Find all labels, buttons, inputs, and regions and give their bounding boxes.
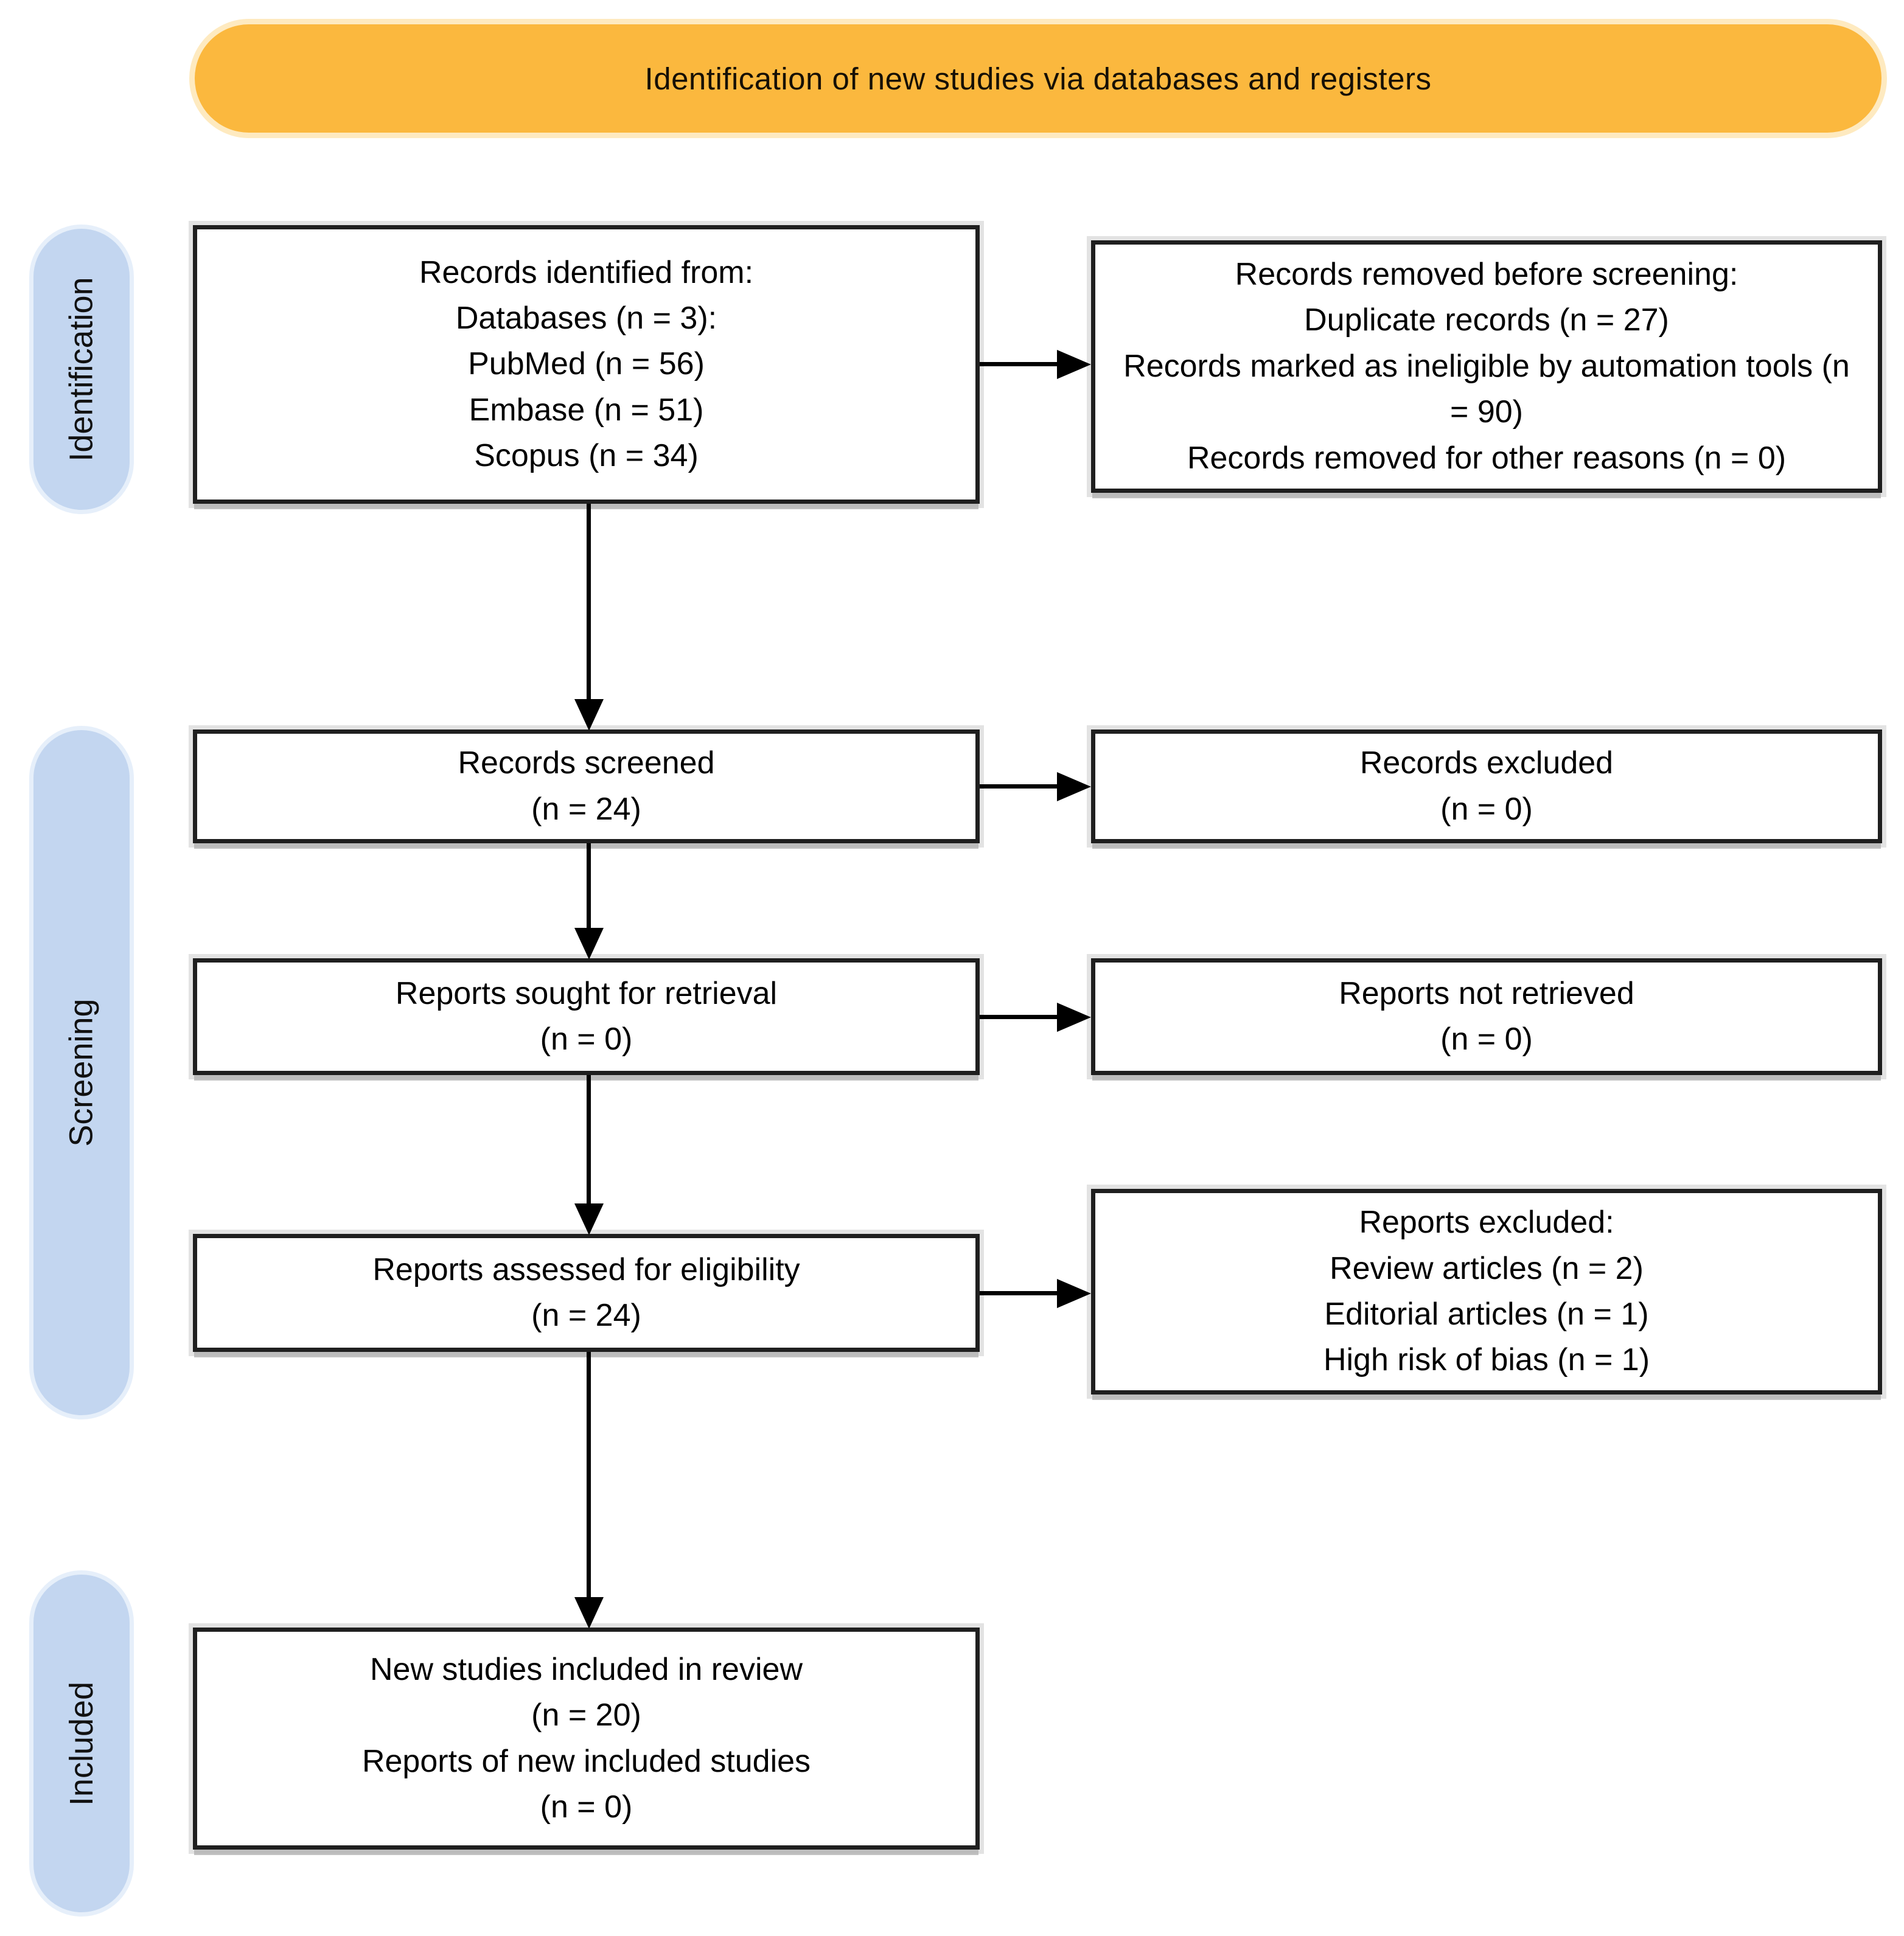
arrow-screened-to-excluded [980,784,1057,789]
box-line: Records excluded [1359,745,1614,781]
stage-label-included: Included [33,1575,130,1912]
box-line: (n = 0) [540,1022,633,1057]
arrow-sought-to-not-retrieved [980,1015,1057,1019]
title-banner: Identification of new studies via databa… [195,24,1881,133]
box-records-screened: Records screened (n = 24) [193,729,980,843]
box-line: Reports of new included studies [361,1743,811,1779]
stage-label-screening: Screening [33,730,130,1415]
diagram-title: Identification of new studies via databa… [644,61,1432,96]
arrow-assessed-to-reports-excluded [980,1291,1057,1295]
box-line: (n = 24) [531,791,641,827]
arrow-assessed-to-included [587,1352,591,1597]
box-line: High risk of bias (n = 1) [1323,1342,1650,1378]
box-line: Reports sought for retrieval [395,975,778,1011]
box-line: (n = 0) [540,1789,633,1825]
box-line: (n = 0) [1440,791,1533,827]
box-line: Records identified from: [419,254,754,290]
box-line: (n = 24) [531,1298,641,1333]
box-line: Records marked as ineligible by automati… [1123,348,1850,430]
box-line: Reports not retrieved [1339,975,1634,1011]
box-new-studies-included: New studies included in review (n = 20) … [193,1628,980,1850]
box-line: Editorial articles (n = 1) [1324,1297,1649,1332]
box-line: New studies included in review [369,1651,803,1687]
stage-label-identification: Identification [33,229,130,510]
box-line: Scopus (n = 34) [474,438,699,474]
box-records-removed: Records removed before screening: Duplic… [1091,240,1882,493]
stage-label-text: Identification [63,277,100,462]
box-records-identified: Records identified from: Databases (n = … [193,225,980,504]
stage-label-text: Included [63,1681,100,1806]
box-reports-not-retrieved: Reports not retrieved (n = 0) [1091,958,1882,1075]
box-line: Duplicate records (n = 27) [1304,302,1669,338]
box-records-excluded: Records excluded (n = 0) [1091,729,1882,843]
arrow-identified-to-removed [980,362,1057,366]
box-line: Embase (n = 51) [469,392,704,428]
stage-label-text: Screening [63,998,100,1147]
box-reports-assessed: Reports assessed for eligibility (n = 24… [193,1234,980,1352]
box-line: Reports assessed for eligibility [372,1252,800,1287]
arrow-screened-to-sought [587,843,591,928]
box-line: Records screened [458,745,715,781]
box-line: Records removed before screening: [1235,257,1738,293]
box-reports-excluded: Reports excluded: Review articles (n = 2… [1091,1189,1882,1395]
box-line: (n = 0) [1440,1022,1533,1057]
box-line: Databases (n = 3): [455,300,717,336]
arrow-identified-to-screened [587,504,591,699]
box-line: Reports excluded: [1359,1205,1614,1241]
arrow-sought-to-assessed [587,1075,591,1203]
box-line: (n = 20) [531,1697,641,1733]
box-reports-sought: Reports sought for retrieval (n = 0) [193,958,980,1075]
box-line: Review articles (n = 2) [1330,1250,1644,1286]
box-line: Records removed for other reasons (n = 0… [1187,440,1787,476]
box-line: PubMed (n = 56) [468,346,705,382]
